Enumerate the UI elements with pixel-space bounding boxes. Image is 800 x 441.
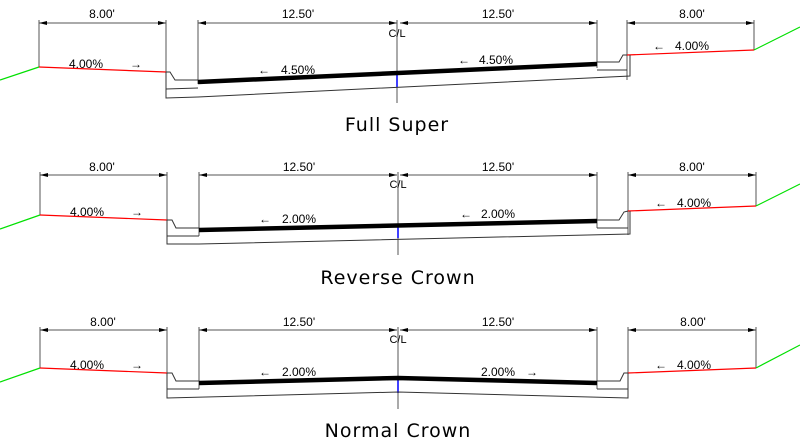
pavement-surface <box>197 61 598 85</box>
slope-right-shoulder: 4.00% <box>677 196 711 210</box>
left-gutter-base <box>165 87 199 90</box>
slope-left-shoulder: 4.00% <box>69 57 103 71</box>
section-normal-crown: 8.00' 12.50' 12.50' 8.00' C/L 4.00% → ← … <box>0 315 800 441</box>
right-shoulder-line <box>626 49 755 56</box>
right-shoulder-line <box>627 205 757 212</box>
slope-right-shoulder: 4.00% <box>677 358 711 372</box>
left-side-slope <box>0 66 40 81</box>
centerline-label: C/L <box>388 28 405 40</box>
slope-right-lane: 4.50% <box>479 53 513 67</box>
dim-left-shoulder: 8.00' <box>90 315 116 329</box>
left-side-slope <box>0 367 41 383</box>
dim-right-lane: 12.50' <box>482 160 514 174</box>
slope-right-shoulder: 4.00% <box>675 39 709 53</box>
section-title: Normal Crown <box>325 420 472 441</box>
arrow-left-icon: ← <box>655 358 667 372</box>
dim-right-shoulder: 8.00' <box>679 160 705 174</box>
slope-left-lane: 2.00% <box>282 365 316 379</box>
subbase-outline <box>166 373 629 399</box>
slope-left-shoulder: 4.00% <box>70 205 104 219</box>
left-gutter <box>166 71 198 81</box>
left-side-slope <box>0 214 41 230</box>
right-gutter <box>597 372 628 382</box>
centerline-label: C/L <box>389 179 406 191</box>
section-full-super: 8.00' 12.50' 12.50' 8.00' C/L 4.00% → ← … <box>0 7 800 136</box>
slope-left-shoulder: 4.00% <box>70 358 104 372</box>
section-title: Reverse Crown <box>320 267 475 289</box>
arrow-left-icon: ← <box>653 39 665 53</box>
arrow-left-icon: ← <box>460 207 472 221</box>
arrow-left-icon: ← <box>259 365 271 379</box>
dim-left-lane: 12.50' <box>282 7 314 21</box>
arrow-right-icon: → <box>130 57 142 71</box>
dim-left-shoulder: 8.00' <box>89 160 115 174</box>
arrow-right-icon: → <box>131 205 143 219</box>
pavement-surface <box>198 375 598 386</box>
left-shoulder-line <box>38 66 167 73</box>
dim-left-shoulder: 8.00' <box>89 7 115 21</box>
right-side-slope <box>753 26 800 51</box>
arrow-left-icon: ← <box>258 63 270 77</box>
right-shoulder-line <box>627 367 757 374</box>
left-shoulder-line <box>39 367 168 374</box>
dim-right-shoulder: 8.00' <box>679 7 705 21</box>
right-side-slope <box>755 183 800 207</box>
left-gutter <box>167 219 199 229</box>
centerline-label: C/L <box>389 334 406 346</box>
arrow-right-icon: → <box>526 365 538 379</box>
dim-right-shoulder: 8.00' <box>680 315 706 329</box>
right-gutter <box>597 54 627 63</box>
dim-right-lane: 12.50' <box>482 315 514 329</box>
section-reverse-crown: 8.00' 12.50' 12.50' 8.00' C/L 4.00% → ← … <box>0 160 800 289</box>
dim-left-lane: 12.50' <box>283 315 315 329</box>
arrow-left-icon: ← <box>655 196 667 210</box>
slope-right-lane: 2.00% <box>481 207 515 221</box>
dim-left-lane: 12.50' <box>283 160 315 174</box>
dimension-extension-lines <box>39 172 757 244</box>
right-side-slope <box>755 344 800 369</box>
section-title: Full Super <box>345 114 449 136</box>
pavement-surface <box>198 218 598 233</box>
slope-right-lane: 2.00% <box>481 365 515 379</box>
left-gutter <box>167 372 199 382</box>
slope-left-lane: 4.50% <box>281 63 315 77</box>
arrow-right-icon: → <box>131 358 143 372</box>
arrow-left-icon: ← <box>458 53 470 67</box>
slope-left-lane: 2.00% <box>282 212 316 226</box>
arrow-left-icon: ← <box>259 212 271 226</box>
right-gutter <box>597 210 629 221</box>
left-shoulder-line <box>39 214 168 221</box>
subbase-outline <box>165 55 631 99</box>
dim-right-lane: 12.50' <box>482 7 514 21</box>
